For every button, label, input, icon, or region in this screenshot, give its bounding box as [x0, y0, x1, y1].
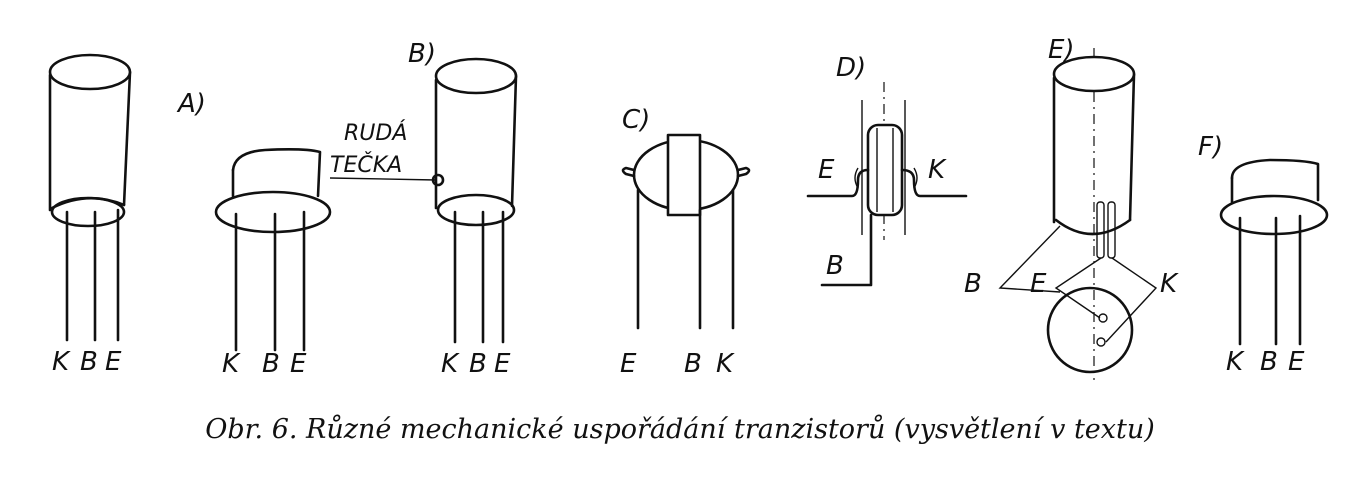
red-dot-label-line2: TEČKA	[330, 152, 402, 178]
transistor-variant-a: A) K B E	[176, 89, 332, 379]
variant-f-lead-k: K	[1226, 347, 1245, 377]
transistor-variant-f: F) K B E	[1198, 132, 1329, 377]
variant-f-lead-b: B	[1260, 347, 1278, 377]
variant-e-base-circle	[1046, 286, 1134, 374]
variant-e-pin-b: B	[964, 269, 982, 299]
plain-lead-b: B	[80, 347, 98, 377]
transistor-variant-b: B) RUDÁ TEČKA K B E	[329, 39, 518, 379]
transistor-variant-d: D) E K B	[806, 53, 968, 287]
variant-c-lead-b: B	[684, 349, 702, 379]
variant-d-emitter-label: E	[818, 155, 835, 185]
variant-a-lead-b: B	[262, 349, 280, 379]
transistor-arrangement-diagram: K B E A) K B E B) RUDÁ TEČKA K B E C)	[48, 35, 1329, 380]
red-dot-marker	[431, 173, 445, 187]
variant-a-label: A)	[176, 89, 206, 119]
transistor-plain: K B E	[48, 53, 132, 377]
variant-a-lead-e: E	[290, 349, 307, 379]
plain-lead-e: E	[105, 347, 122, 377]
variant-a-lead-k: K	[222, 349, 241, 379]
variant-b-lead-b: B	[469, 349, 487, 379]
red-dot-label-line1: RUDÁ	[344, 120, 407, 146]
variant-c-label: C)	[622, 105, 650, 135]
variant-d-base-label: B	[826, 251, 844, 281]
transistor-variant-c: C) E B K	[620, 105, 751, 379]
plain-lead-k: K	[52, 347, 71, 377]
variant-e-pin-e: E	[1030, 269, 1047, 299]
variant-b-label: B)	[408, 39, 436, 69]
variant-e-pin-k: K	[1160, 269, 1179, 299]
variant-b-lead-e: E	[494, 349, 511, 379]
variant-c-lead-e: E	[620, 349, 637, 379]
figure-caption: Obr. 6. Různé mechanické uspořádání tran…	[205, 414, 1155, 445]
variant-b-lead-k: K	[441, 349, 460, 379]
variant-f-lead-e: E	[1288, 347, 1305, 377]
variant-d-label: D)	[836, 53, 866, 83]
transistor-variant-e: E) B E K	[964, 35, 1179, 380]
variant-c-lead-k: K	[716, 349, 735, 379]
red-dot-leader	[329, 177, 437, 181]
variant-f-label: F)	[1198, 132, 1223, 162]
variant-d-collector-label: K	[928, 155, 947, 185]
